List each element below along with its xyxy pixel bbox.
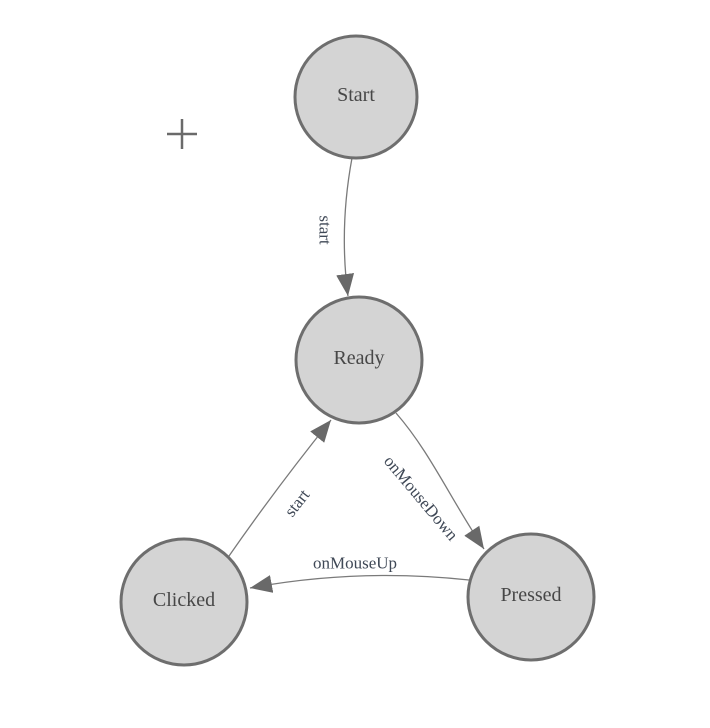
edge-label-pressed-to-clicked: onMouseUp [313,554,397,573]
edge-label-ready-to-pressed: onMouseDown [380,452,462,545]
edge-ready-to-pressed: onMouseDown [380,412,485,550]
node-circle-start[interactable] [293,34,419,160]
node-circle-clicked[interactable] [119,537,249,667]
crosshair-cursor [167,119,197,149]
node-ready[interactable]: Ready [294,295,424,425]
node-label-ready: Ready [333,347,384,369]
node-label-pressed: Pressed [500,584,561,606]
edge-label-start-to-ready: start [316,215,335,245]
node-circle-ready[interactable] [294,295,424,425]
edge-clicked-to-ready: start [228,419,332,557]
node-start[interactable]: Start [293,34,419,160]
node-label-start: Start [337,84,375,106]
edge-start-to-ready: start [316,157,355,297]
edge-line-clicked-to-ready[interactable] [228,419,332,557]
node-label-clicked: Clicked [153,589,215,611]
edge-line-ready-to-pressed[interactable] [395,412,485,550]
edge-line-pressed-to-clicked[interactable] [249,574,470,593]
edge-line-start-to-ready[interactable] [336,157,355,297]
edge-pressed-to-clicked: onMouseUp [249,554,470,593]
node-circle-pressed[interactable] [466,532,596,662]
edge-label-clicked-to-ready: start [281,485,314,520]
node-clicked[interactable]: Clicked [119,537,249,667]
node-pressed[interactable]: Pressed [466,532,596,662]
